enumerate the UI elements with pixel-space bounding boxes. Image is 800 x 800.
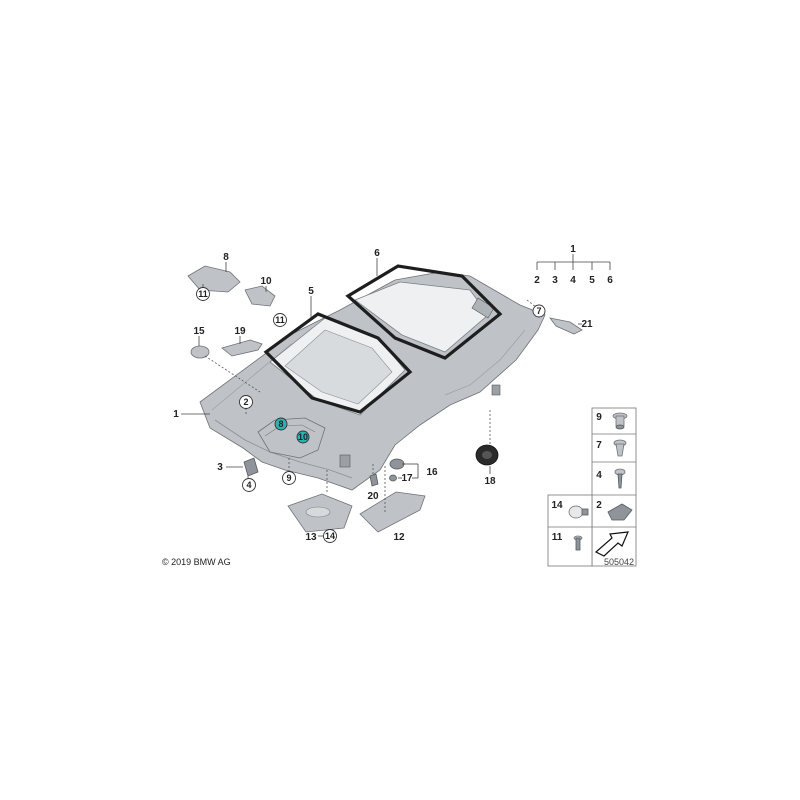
callout-18: 18 — [484, 476, 496, 487]
callout-9: 9 — [286, 473, 291, 483]
sunroof-seal-front — [345, 264, 503, 360]
callout-1-top: 1 — [570, 244, 576, 255]
callout-11-a: 11 — [198, 289, 208, 299]
callout-19: 19 — [234, 326, 246, 337]
callout-15: 15 — [193, 326, 205, 337]
bracket-8 — [187, 265, 241, 293]
callout-17: 17 — [401, 473, 413, 484]
clip-16 — [389, 458, 405, 470]
callout-2-circle — [239, 395, 253, 409]
clip-17 — [389, 474, 397, 482]
callout-8-hl: 8 — [278, 419, 283, 429]
callout-5-top: 5 — [589, 275, 595, 286]
legend-7: 7 — [596, 440, 602, 451]
legend-9: 9 — [596, 412, 602, 423]
callout-11-b: 11 — [275, 315, 285, 325]
callout-11b-circle — [273, 313, 287, 327]
callout-20: 20 — [367, 491, 379, 502]
sun-visor-right — [359, 491, 426, 533]
callout-3-left: 3 — [217, 462, 223, 473]
callout-8: 8 — [223, 252, 229, 263]
direction-arrow-icon — [594, 531, 629, 557]
document-number: 505042 — [604, 557, 635, 567]
handle-21 — [549, 317, 583, 335]
callout-16: 16 — [426, 467, 438, 478]
callout-4-top: 4 — [570, 275, 576, 286]
callout-3-top: 3 — [552, 275, 558, 286]
copyright-notice: © 2019 BMW AG — [162, 557, 231, 567]
callout-6-seal: 6 — [374, 248, 380, 259]
callout-21: 21 — [581, 319, 593, 330]
callout-labels: 1 2 3 4 5 6 6 5 7 8 10 11 11 15 19 21 1 … — [173, 244, 613, 543]
callout-11a-circle — [196, 287, 210, 301]
bulb-14-icon — [568, 505, 589, 519]
clip-2-icon — [607, 503, 633, 521]
callout-12: 12 — [393, 532, 405, 543]
leader-lines — [181, 254, 611, 537]
callout-8-highlight — [274, 417, 288, 431]
callout-2-top: 2 — [534, 275, 540, 286]
callout-1-left: 1 — [173, 409, 179, 420]
clip-20 — [369, 473, 379, 487]
callout-9-circle — [282, 471, 296, 485]
fastener-7-icon — [613, 439, 627, 457]
callout-14: 14 — [325, 531, 335, 541]
part-3 — [243, 457, 259, 477]
sunroof-seal-rear — [263, 312, 413, 414]
grab-handle-19 — [221, 339, 263, 357]
callout-4-circle — [242, 478, 256, 492]
callout-10: 10 — [260, 276, 272, 287]
screw-4-icon — [614, 468, 626, 489]
callout-7: 7 — [536, 306, 541, 316]
bracket-10 — [244, 285, 276, 307]
fastener-legend: 9 7 4 14 2 11 — [547, 407, 637, 567]
callout-2-left: 2 — [243, 397, 248, 407]
legend-2: 2 — [596, 500, 602, 511]
callout-10-highlight — [296, 430, 310, 444]
legend-14: 14 — [551, 500, 563, 511]
callout-7-circle — [532, 304, 546, 318]
legend-11: 11 — [552, 532, 563, 543]
clip-15 — [190, 345, 210, 359]
callout-13: 13 — [305, 532, 317, 543]
fastener-9-icon — [612, 412, 628, 430]
callout-4-left: 4 — [246, 480, 251, 490]
callout-6-top: 6 — [607, 275, 613, 286]
legend-4: 4 — [596, 470, 602, 481]
callout-5-seal: 5 — [308, 286, 314, 297]
callout-10-hl: 10 — [298, 432, 308, 442]
callout-14-circle — [323, 529, 337, 543]
fastener-11-icon — [573, 535, 583, 551]
